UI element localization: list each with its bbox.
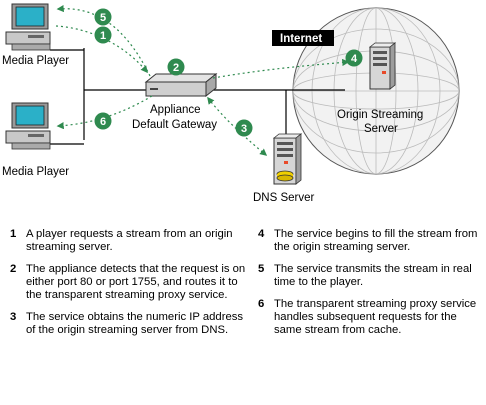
step-badge: 4 xyxy=(345,49,363,67)
internet-tag: Internet xyxy=(272,30,334,46)
computer-icon xyxy=(5,3,51,51)
svg-text:6: 6 xyxy=(100,116,106,128)
internet-label: Internet xyxy=(280,33,322,45)
step-badge: 5 xyxy=(94,8,112,26)
step-item: 6 The transparent streaming proxy servic… xyxy=(258,298,483,337)
network-diagram: Internet Media Player Media Player Appli… xyxy=(2,3,460,204)
step-text: The service begins to fill the stream fr… xyxy=(274,228,478,253)
network-cables xyxy=(50,48,345,145)
step-item: 1 A player requests a stream from an ori… xyxy=(10,228,248,254)
internet-globe xyxy=(292,7,460,175)
step-number: 4 xyxy=(258,228,265,240)
step-number: 1 xyxy=(10,228,17,240)
step-text: A player requests a stream from an origi… xyxy=(26,228,233,253)
appliance-label-line2: Default Gateway xyxy=(132,119,217,131)
appliance-label-line1: Appliance xyxy=(150,104,201,116)
step-text: The service obtains the numeric IP addre… xyxy=(26,311,244,336)
computer-icon xyxy=(5,102,51,150)
origin-server-label-line2: Server xyxy=(364,123,398,135)
step-badge: 2 xyxy=(167,58,185,76)
svg-text:3: 3 xyxy=(241,123,247,135)
step-text: The transparent streaming proxy service … xyxy=(274,298,477,336)
appliance-icon xyxy=(144,72,218,98)
svg-text:2: 2 xyxy=(173,62,179,74)
step-text: The service transmits the stream in real… xyxy=(274,263,472,288)
step-badge: 6 xyxy=(94,112,112,130)
step-item: 4 The service begins to fill the stream … xyxy=(258,228,483,254)
media-player-label: Media Player xyxy=(2,55,69,67)
dns-server-label: DNS Server xyxy=(253,192,315,204)
steps-left-column: 1 A player requests a stream from an ori… xyxy=(10,228,248,346)
step-text: The appliance detects that the request i… xyxy=(26,263,246,301)
step-number: 5 xyxy=(258,263,265,275)
step-number: 6 xyxy=(258,298,265,310)
step-number: 3 xyxy=(10,311,17,323)
dns-server-icon xyxy=(272,133,303,185)
server-tower-icon xyxy=(368,42,397,90)
svg-text:4: 4 xyxy=(351,53,358,65)
step-item: 3 The service obtains the numeric IP add… xyxy=(10,311,248,337)
step-item: 2 The appliance detects that the request… xyxy=(10,263,248,302)
step-item: 5 The service transmits the stream in re… xyxy=(258,263,483,289)
step-badge: 3 xyxy=(235,119,253,137)
step-number: 2 xyxy=(10,263,17,275)
origin-server-label-line1: Origin Streaming xyxy=(337,109,423,121)
svg-text:1: 1 xyxy=(100,30,106,42)
media-player-label: Media Player xyxy=(2,166,69,178)
step-badge: 1 xyxy=(94,26,112,44)
steps-right-column: 4 The service begins to fill the stream … xyxy=(258,228,483,346)
svg-text:5: 5 xyxy=(100,12,106,24)
